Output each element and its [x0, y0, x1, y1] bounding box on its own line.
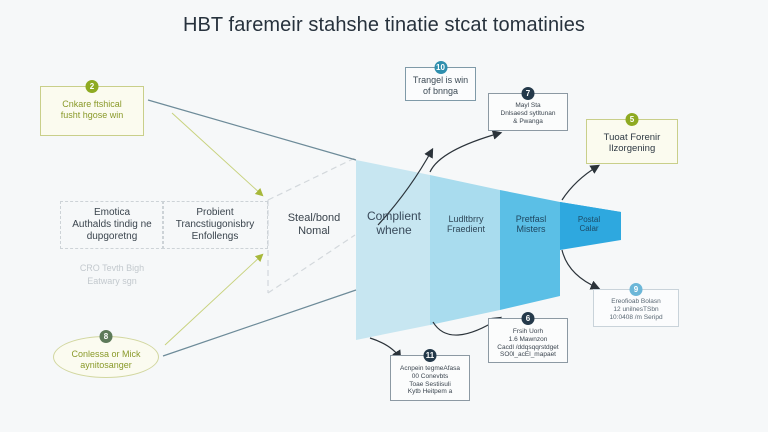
funnel-entry-label: Steal/bond Nomal [276, 212, 352, 237]
node-text-line: Conlessa or Mick [71, 349, 141, 359]
note-line: Eatwary sgn [87, 276, 137, 287]
funnel-segment-label-3[interactable]: Pretfasl Misters [502, 214, 560, 235]
dashed-box-emotion[interactable]: Emotica Authalds tindig ne dupgoretng [60, 201, 164, 249]
step-badge: 6 [521, 312, 535, 325]
faded-note: CRO Tevth Bigh Eatwary sgn [62, 262, 162, 288]
step-badge: 10 [434, 61, 447, 74]
node-top-left[interactable]: 2 Cnkare ftshical fusht hgose win [40, 80, 144, 136]
label-line: Nomal [298, 224, 330, 237]
node-text-line: Acnpein tegmeAfasa [400, 365, 460, 372]
node-text-line: 10:0408 /m Seripd [609, 313, 663, 321]
node-top-center[interactable]: 10 Trangel is win of bnnga [405, 61, 476, 101]
node-text-line: Trangel is win [412, 75, 469, 85]
funnel-segment-1 [356, 160, 430, 340]
label-line: Pretfasl [515, 214, 547, 224]
node-text-line: Trancstiugonisbry [175, 219, 255, 230]
note-line: CRO Tevth Bigh [79, 263, 145, 273]
node-far-right-bottom[interactable]: 9 Ereofioab Bolasn 12 unilnesTSbn 10:040… [593, 283, 679, 327]
node-top-right[interactable]: 7 Mayl Sta Dnlsaesd sytltunan & Pwanga [488, 87, 568, 131]
node-bottom-center[interactable]: 11 Acnpein tegmeAfasa 00 Conevbts Toae S… [390, 349, 470, 401]
node-text-line: dupgoretng [86, 231, 138, 242]
node-far-right-top[interactable]: 5 Tuoat Forenir Ilzorgening [586, 113, 678, 164]
label-line: Fraedient [446, 224, 486, 235]
node-text-line: fusht hgose win [60, 109, 124, 120]
label-line: Ludltbrry [448, 214, 484, 224]
label-line: Complient [366, 209, 422, 223]
node-text-line: Toae Sestiisuli [409, 380, 451, 388]
step-badge: 7 [521, 87, 535, 100]
funnel-segment-3 [500, 190, 560, 310]
step-badge: 9 [629, 283, 643, 296]
label-line: whene [376, 222, 412, 237]
node-text-line: Cnkare ftshical [62, 99, 122, 109]
diagram-title: HBT faremeir stahshe tinatie stcat tomat… [182, 14, 586, 36]
node-text-line: & Pwanga [513, 117, 543, 125]
step-badge: 2 [85, 80, 99, 93]
node-bottom-right[interactable]: 6 Frsih Uorh 1.6 Mawnzon Cacdl /ddqsqqrs… [488, 312, 568, 363]
node-text-line: of bnnga [422, 85, 459, 96]
label-line: Postal [577, 215, 601, 224]
node-text-line: Emotica [93, 207, 131, 218]
node-text-line: Ilzorgening [608, 143, 656, 155]
label-line: Calar [579, 224, 599, 234]
node-text-line: Frsih Uorh [512, 328, 544, 335]
node-text-line: 1.6 Mawnzon [508, 335, 548, 343]
node-text-line: Ereofioab Bolasn [611, 298, 661, 305]
funnel-segment-label-1[interactable]: Complient whene [358, 209, 430, 238]
label-line: Misters [516, 224, 546, 235]
node-text-line: Cacdl /ddqsqqrstdget [497, 343, 559, 351]
node-text-line: Enfollengs [191, 231, 239, 242]
node-text-line: SO0l_acEl_mapaet [499, 351, 556, 359]
funnel-segment-2 [430, 175, 500, 325]
node-text-line: Authalds tindig ne [72, 219, 152, 230]
node-bottom-left-ellipse[interactable]: 8 Conlessa or Mick aynitosanger [53, 330, 159, 378]
node-text-line: aynitosanger [80, 359, 132, 370]
node-text-line: Dnlsaesd sytltunan [500, 109, 556, 117]
step-badge: 11 [423, 349, 437, 362]
node-text-line: Tuoat Forenir [603, 132, 661, 143]
node-text-line: Probient [196, 207, 234, 218]
node-text-line: Kytb Heitpem a [407, 388, 453, 396]
node-text-line: Mayl Sta [515, 102, 541, 109]
dashed-box-problem[interactable]: Probient Trancstiugonisbry Enfollengs [162, 201, 268, 249]
step-badge: 5 [625, 113, 639, 126]
node-text-line: 00 Conevbts [411, 372, 449, 380]
funnel-segment-label-2[interactable]: Ludltbrry Fraedient [432, 214, 500, 235]
funnel-segment-label-4[interactable]: Postal Calar [562, 215, 616, 233]
label-line: Steal/bond [287, 212, 341, 224]
node-text-line: 12 unilnesTSbn [613, 305, 659, 313]
step-badge: 8 [99, 330, 113, 343]
